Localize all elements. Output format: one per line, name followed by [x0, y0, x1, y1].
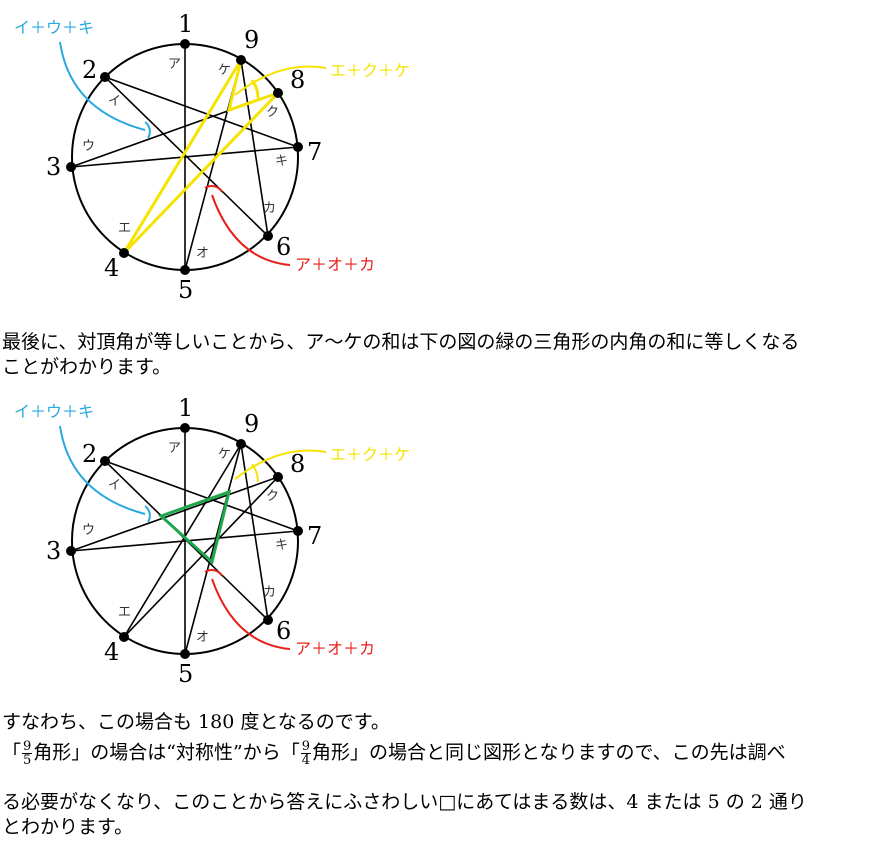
fraction-9-5-denominator: 5 — [23, 753, 32, 768]
angle-i: イ — [108, 478, 121, 493]
point-label-9: 9 — [244, 410, 259, 438]
label-yellow: エ＋ク＋ケ — [330, 61, 410, 80]
angle-i: イ — [108, 94, 121, 109]
label-blue: イ＋ウ＋キ — [14, 18, 94, 37]
label-red: ア＋オ＋カ — [295, 639, 375, 658]
paragraph-4-line-1: る必要がなくなり、このことから答えにふさわしい□にあてはまる数は、4 または 5… — [2, 791, 807, 813]
angle-ka: カ — [263, 585, 276, 600]
paragraph-4-line-2: とわかります。 — [2, 816, 134, 838]
angle-o: オ — [196, 630, 209, 645]
paragraph-4: る必要がなくなり、このことから答えにふさわしい□にあてはまる数は、4 または 5… — [2, 790, 882, 840]
point-label-3: 3 — [46, 153, 61, 181]
points — [66, 423, 303, 659]
point-label-3: 3 — [46, 537, 61, 565]
points — [66, 39, 303, 275]
angle-ki: キ — [275, 154, 288, 169]
point-label-1: 1 — [178, 394, 193, 422]
red-arc — [204, 185, 223, 193]
paragraph-1-line-2: ことがわかります。 — [2, 356, 172, 378]
fraction-9-5-numerator: 9 — [22, 739, 33, 754]
angle-ki: キ — [275, 538, 288, 553]
yellow-arc — [251, 463, 259, 483]
point-label-6: 6 — [276, 233, 291, 261]
red-arc — [204, 569, 223, 577]
point-label-9: 9 — [244, 26, 259, 54]
paragraph-1-line-1: 最後に、対頂角が等しいことから、ア〜ケの和は下の図の緑の三角形の内角の和に等しく… — [2, 331, 800, 353]
yellow-triangle — [122, 59, 280, 255]
fraction-9-4-numerator: 9 — [300, 739, 312, 754]
label-blue: イ＋ウ＋キ — [14, 402, 94, 421]
paragraph-3-open: 「 — [2, 741, 22, 764]
point-label-4: 4 — [104, 254, 119, 282]
angle-ke: ケ — [218, 447, 231, 462]
green-triangle — [158, 489, 232, 565]
angle-ku: ク — [266, 105, 279, 120]
point-label-2: 2 — [82, 440, 97, 468]
label-yellow: エ＋ク＋ケ — [330, 445, 410, 464]
label-red: ア＋オ＋カ — [295, 255, 375, 274]
point-label-6: 6 — [276, 617, 291, 645]
point-label-5: 5 — [178, 276, 193, 300]
angle-e: エ — [118, 221, 131, 236]
angle-ke: ケ — [218, 63, 231, 78]
angle-u: ウ — [82, 139, 95, 154]
point-label-8: 8 — [290, 450, 305, 478]
angle-a: ア — [168, 57, 181, 72]
star-figure-yellow: 1 2 3 4 5 6 7 8 9 ア イ ウ エ オ カ キ ク ケ イ＋ウ＋… — [14, 10, 410, 300]
angle-a: ア — [168, 441, 181, 456]
red-pointer — [211, 578, 291, 650]
blue-pointer — [59, 41, 146, 131]
blue-arc — [144, 121, 151, 139]
point-label-7: 7 — [307, 138, 322, 166]
angle-e: エ — [118, 605, 131, 620]
paragraph-1: 最後に、対頂角が等しいことから、ア〜ケの和は下の図の緑の三角形の内角の和に等しく… — [2, 330, 882, 380]
angle-o: オ — [196, 246, 209, 261]
star-figure-green: 1 2 3 4 5 6 7 8 9 ア イ ウ エ オ カ キ ク ケ イ＋ウ＋… — [14, 394, 410, 684]
fraction-9-4-denominator: 4 — [301, 753, 311, 768]
paragraph-3-middle: 角形」の場合は“対称性”から「 — [33, 741, 300, 764]
point-label-2: 2 — [82, 56, 97, 84]
point-label-4: 4 — [104, 638, 119, 666]
angle-ku: ク — [266, 489, 279, 504]
point-label-7: 7 — [307, 522, 322, 550]
angle-ka: カ — [263, 201, 276, 216]
point-label-1: 1 — [178, 10, 193, 38]
paragraph-2: すなわち、この場合も 180 度となるのです。 — [2, 711, 390, 733]
yellow-pointer — [234, 65, 327, 96]
red-pointer — [211, 194, 291, 266]
point-label-8: 8 — [290, 66, 305, 94]
point-label-5: 5 — [178, 660, 193, 684]
star-lines — [70, 428, 299, 655]
paragraph-3-end: 角形」の場合と同じ図形となりますので、この先は調べ — [312, 741, 786, 764]
blue-pointer — [59, 425, 146, 515]
angle-u: ウ — [82, 523, 95, 538]
yellow-pointer — [234, 449, 327, 480]
blue-arc — [144, 505, 151, 523]
